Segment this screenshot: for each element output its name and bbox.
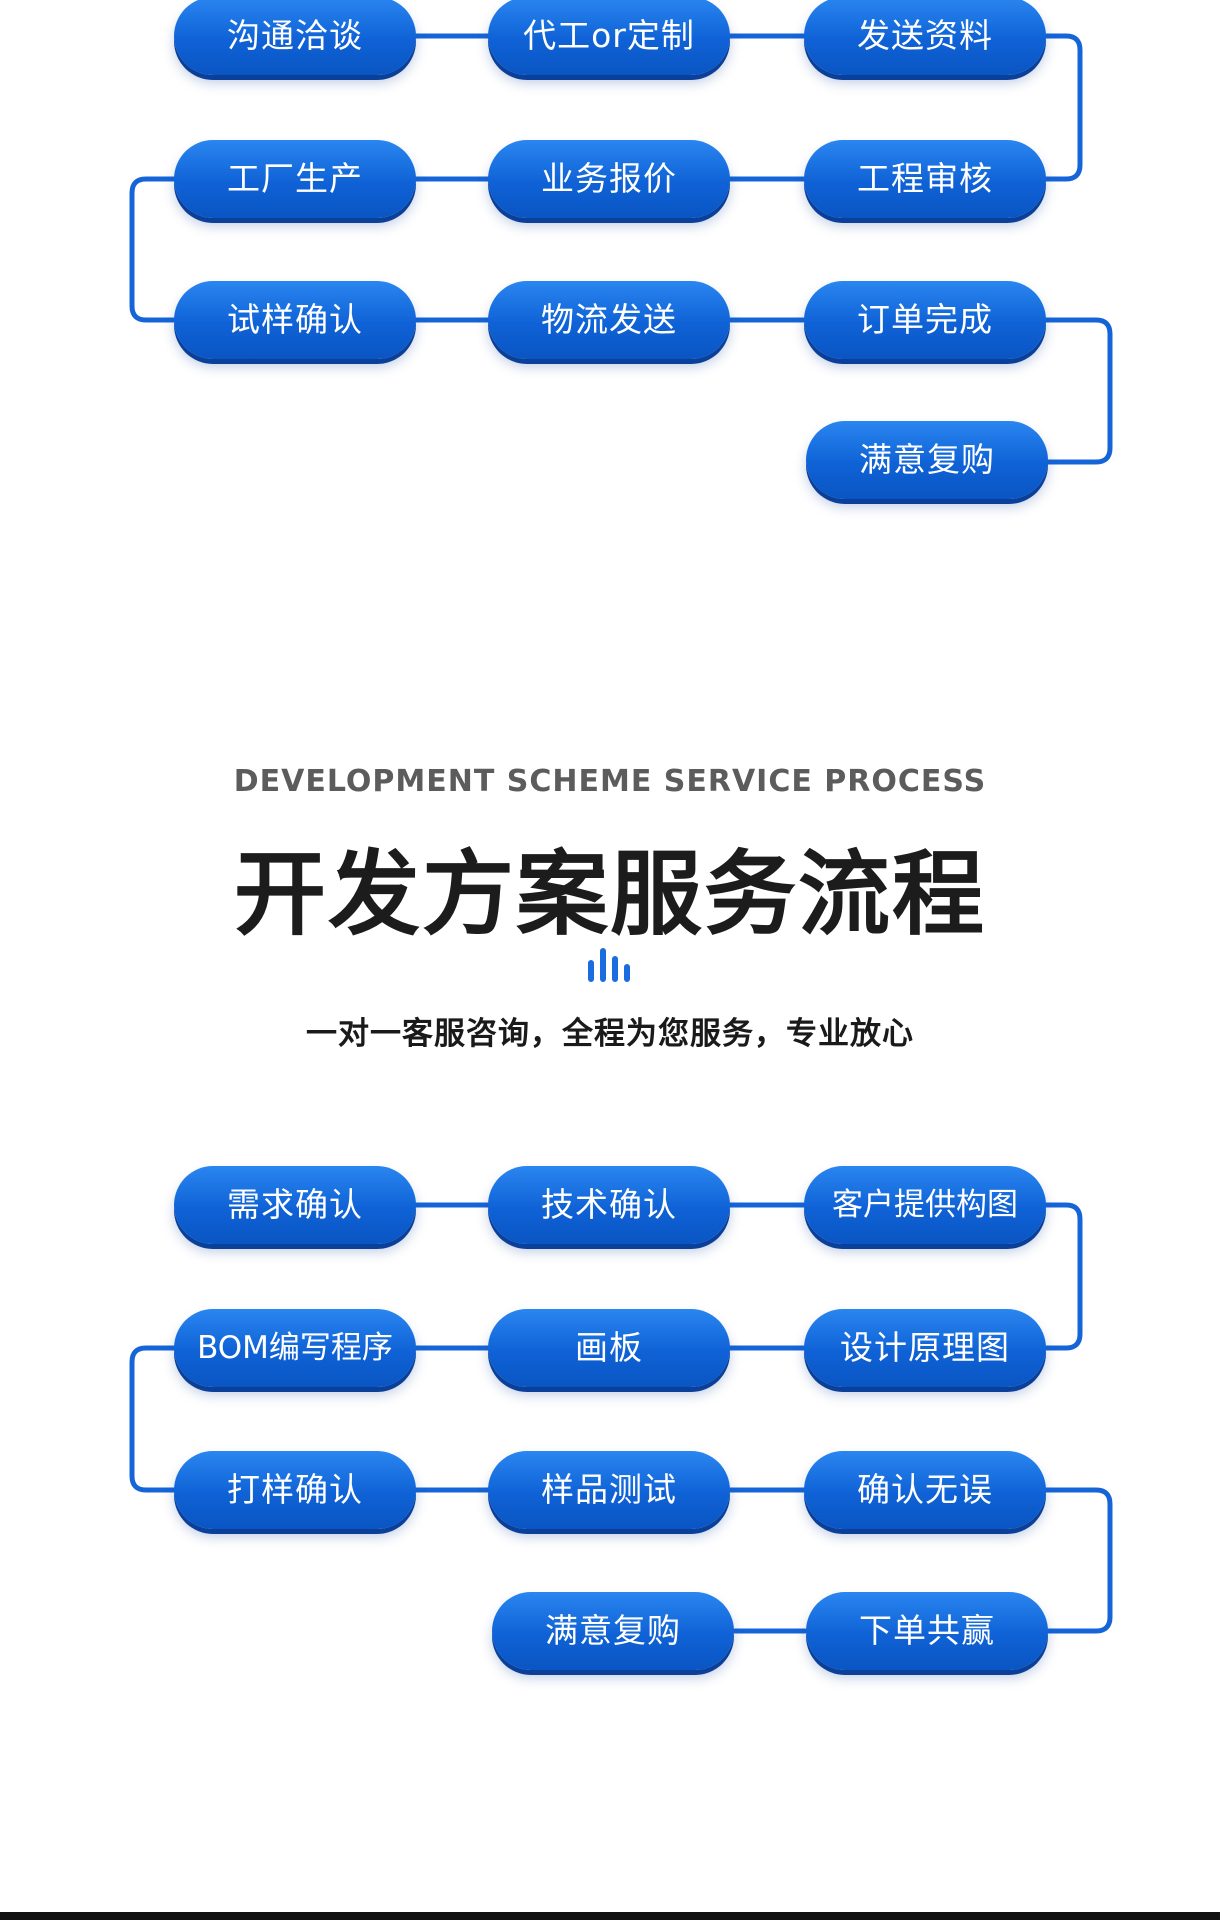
flow-top-step-2: 代工or定制 <box>488 0 730 75</box>
flow-top-step-3: 发送资料 <box>804 0 1046 75</box>
connector-bottom-row2-left-turn <box>129 1345 179 1493</box>
connector-top-row3-right-turn <box>1037 317 1113 465</box>
flow-bottom-step-7: 打样确认 <box>174 1451 416 1529</box>
section-title-en: DEVELOPMENT SCHEME SERVICE PROCESS <box>233 764 987 799</box>
flow-bottom-step-4: 设计原理图 <box>804 1309 1046 1387</box>
decorative-bars-icon <box>588 946 632 982</box>
connector-bottom-row1-right-turn <box>1037 1202 1083 1351</box>
connector-top-row1-right-turn <box>1037 33 1083 182</box>
flow-bottom-step-11: 满意复购 <box>492 1592 734 1670</box>
flow-bottom-step-3: 客户提供构图 <box>804 1166 1046 1244</box>
flow-bottom-step-5: 画板 <box>488 1309 730 1387</box>
flow-top-step-5: 业务报价 <box>488 140 730 218</box>
flow-bottom-step-8: 样品测试 <box>488 1451 730 1529</box>
flow-top-step-7: 试样确认 <box>174 281 416 359</box>
flow-bottom-step-9: 确认无误 <box>804 1451 1046 1529</box>
flow-top-step-10: 满意复购 <box>806 421 1048 499</box>
connector-bottom-row3-right-turn <box>1037 1487 1113 1634</box>
flow-bottom-step-6: BOM编写程序 <box>174 1309 416 1387</box>
connector-top-row2-left-turn <box>129 176 179 323</box>
flow-top-step-9: 订单完成 <box>804 281 1046 359</box>
flow-top-step-1: 沟通洽谈 <box>174 0 416 75</box>
section-subtitle: 一对一客服咨询，全程为您服务，专业放心 <box>306 1016 914 1052</box>
flow-bottom-step-10: 下单共赢 <box>806 1592 1048 1670</box>
flow-top-step-8: 物流发送 <box>488 281 730 359</box>
flow-top-step-4: 工程审核 <box>804 140 1046 218</box>
flow-bottom-step-1: 需求确认 <box>174 1166 416 1244</box>
bottom-divider <box>0 1912 1220 1920</box>
flow-top-step-6: 工厂生产 <box>174 140 416 218</box>
flow-bottom-step-2: 技术确认 <box>488 1166 730 1244</box>
section-title-cn: 开发方案服务流程 <box>233 841 986 948</box>
